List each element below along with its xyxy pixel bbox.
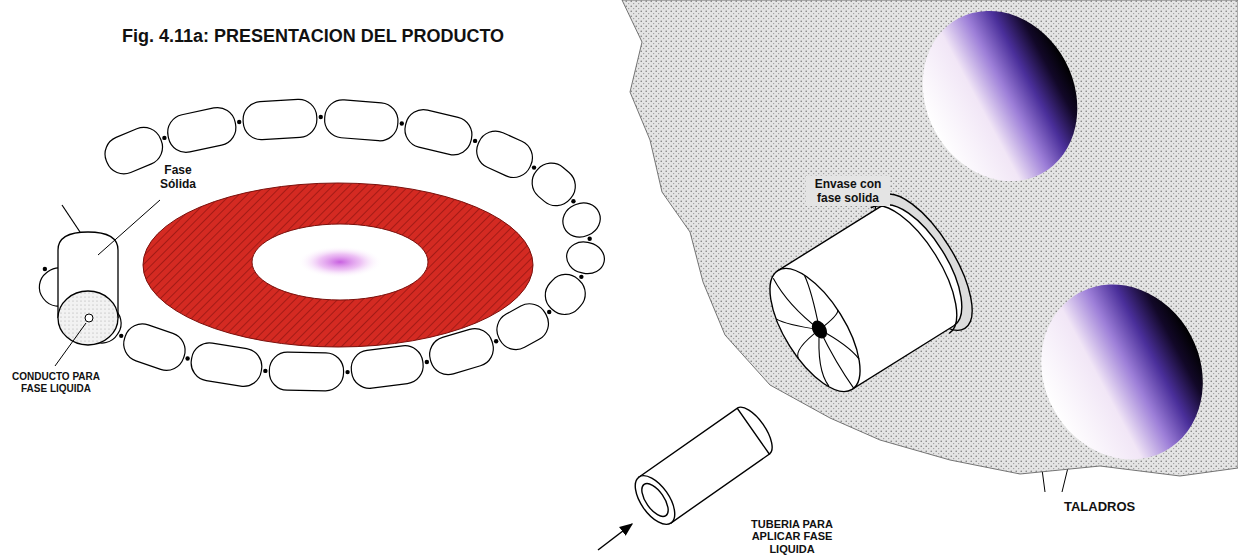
chain-link	[263, 369, 267, 373]
chain-link	[547, 310, 551, 314]
cartridge	[100, 122, 169, 180]
chain-link	[185, 356, 189, 360]
cartridge-chain	[32, 98, 607, 391]
chain-link	[532, 165, 536, 169]
pipe	[627, 401, 779, 531]
chain-link	[579, 275, 583, 279]
part-label: CONDUCTO PARA FASE LIQUIDA	[4, 370, 108, 396]
chain-link	[119, 334, 123, 338]
cartridge	[564, 239, 608, 277]
cartridge-cylinder	[58, 205, 118, 345]
chain-link	[162, 136, 166, 140]
cartridge	[164, 104, 239, 155]
cartridge	[425, 324, 497, 379]
cartridge	[189, 340, 265, 389]
flow-arrow	[598, 524, 632, 550]
chain-link	[43, 267, 47, 271]
chain-link	[587, 237, 591, 241]
part-label: Fase Sólida	[148, 162, 208, 192]
chain-link	[473, 139, 477, 143]
chain-link	[237, 120, 241, 124]
cartridge	[269, 352, 344, 391]
chain-link	[400, 121, 404, 125]
cartridge	[471, 125, 538, 183]
figure-title: Fig. 4.11a: PRESENTACION DEL PRODUCTO	[122, 26, 504, 47]
chain-link	[319, 115, 323, 119]
canister	[748, 180, 990, 412]
red-annulus	[143, 183, 533, 347]
cartridge	[490, 297, 554, 356]
chain-link	[425, 360, 429, 364]
cartridge	[323, 98, 399, 142]
callout-label: TALADROS	[1062, 498, 1137, 515]
cartridge	[525, 156, 583, 213]
chain-link	[494, 339, 498, 343]
chain-link	[345, 370, 349, 374]
cartridge	[119, 319, 190, 375]
part-label: Envase con fase solida	[806, 176, 890, 206]
cartridge	[349, 344, 425, 391]
cartridge	[401, 106, 475, 159]
drill-hole	[1011, 256, 1233, 488]
cartridge	[558, 197, 606, 242]
chain-link	[571, 199, 575, 203]
part-label: TUBERIA PARA APLICAR FASE LIQUIDA	[736, 517, 848, 557]
drill-hole	[893, 0, 1106, 208]
cartridge	[242, 98, 318, 140]
